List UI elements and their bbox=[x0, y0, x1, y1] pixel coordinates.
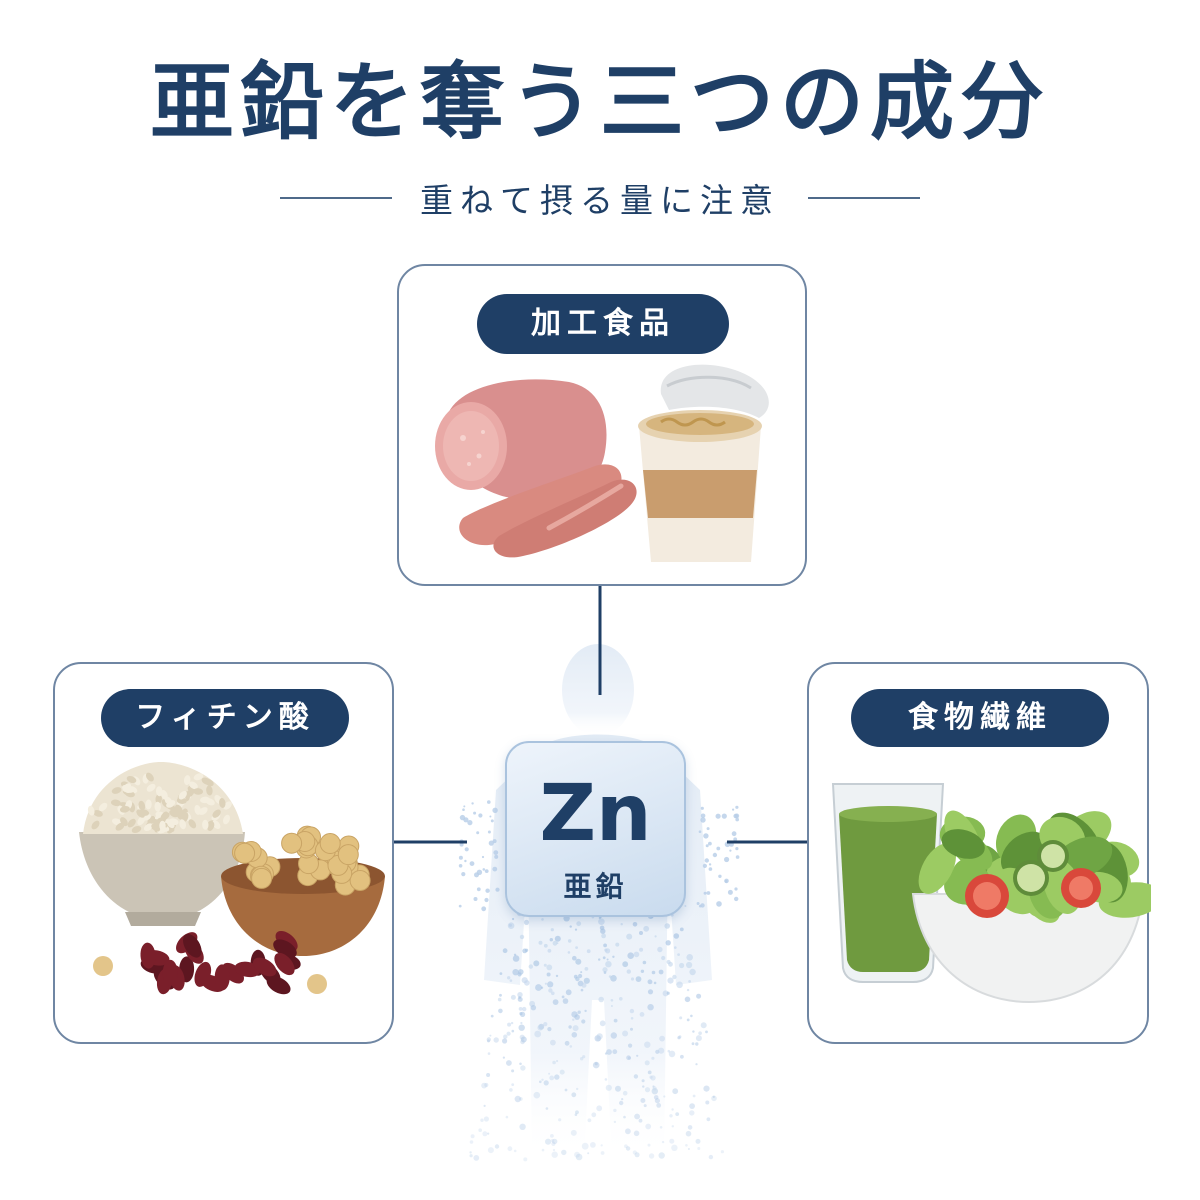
zinc-symbol: Zn bbox=[539, 769, 652, 859]
zinc-element-tile: Zn 亜鉛 bbox=[505, 741, 686, 917]
green-smoothie-salad-icon bbox=[831, 783, 1151, 1004]
subtitle-row: 重ねて摂る量に注意 bbox=[0, 176, 1200, 220]
ham-sausage-cup-noodle-icon bbox=[435, 364, 769, 562]
subtitle-rule-right bbox=[808, 197, 920, 199]
grains-soybeans-kidney-beans-icon bbox=[79, 762, 385, 995]
kidney-bean-texture bbox=[140, 930, 301, 995]
page-title: 亜鉛を奪う三つの成分 bbox=[149, 53, 1050, 151]
card-dietary-fiber: 食物繊維 bbox=[807, 662, 1151, 1044]
card-processed-foods: 加工食品 bbox=[397, 264, 807, 586]
card-label-dietary-fiber: 食物繊維 bbox=[851, 689, 1109, 747]
grain-texture bbox=[87, 772, 232, 834]
subtitle-rule-left bbox=[280, 197, 392, 199]
page-subtitle: 重ねて摂る量に注意 bbox=[420, 181, 780, 220]
card-label-phytic-acid: フィチン酸 bbox=[101, 689, 349, 747]
card-phytic-acid: フィチン酸 bbox=[53, 662, 394, 1044]
connector-lines bbox=[394, 586, 807, 844]
zinc-name: 亜鉛 bbox=[563, 870, 628, 903]
soybean-texture bbox=[231, 825, 371, 896]
card-label-processed-foods: 加工食品 bbox=[477, 294, 729, 354]
